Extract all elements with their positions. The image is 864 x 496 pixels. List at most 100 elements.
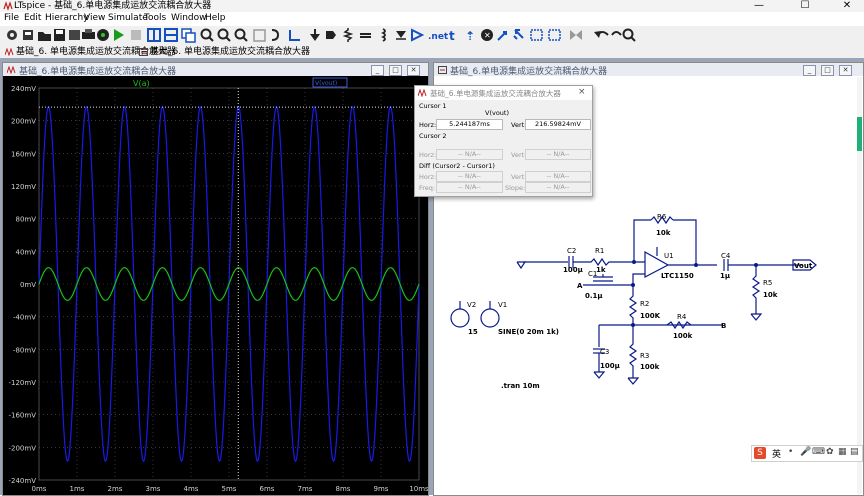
wire-r6-left [633,219,651,226]
plot-y-tick-labels: 240mV200mV160mV120mV80mV40mV0mV-40mV-80m… [9,85,37,485]
inductor-icon[interactable] [380,28,386,42]
halt-icon[interactable] [131,30,141,40]
menu-help[interactable]: Help [205,13,226,23]
drag-icon[interactable] [513,29,524,40]
menu-view[interactable]: View [84,13,106,23]
capacitor-icon[interactable] [360,33,371,38]
move-icon[interactable]: ⇡ [465,29,475,43]
cascade-icon[interactable] [181,28,196,43]
drag-rect-icon[interactable] [548,29,561,41]
mirror-icon[interactable] [570,30,582,40]
schematic-close-button[interactable]: ✕ [839,65,852,76]
redo-icon[interactable] [611,31,622,36]
autorange-icon[interactable] [271,29,280,41]
r4-symbol[interactable] [666,320,692,330]
move-rect-icon[interactable] [530,29,543,41]
r3-label: R3 [640,352,649,360]
waveform-window-title: 基础_6.单电源集成运放交流耦合放大器 [19,67,177,77]
label-net-icon[interactable] [326,31,336,39]
close-button[interactable]: ✕ [842,0,852,11]
sogou-logo-icon[interactable]: S [754,447,766,459]
diode-icon[interactable] [396,31,406,40]
waveform-close-button[interactable]: ✕ [407,65,420,76]
u1-opamp-symbol[interactable] [644,250,670,278]
menu-edit[interactable]: Edit [24,13,42,23]
menu-file[interactable]: File [4,13,20,23]
print-icon[interactable] [82,29,95,39]
waveform-plot[interactable]: 240mV200mV160mV120mV80mV40mV0mV-40mV-80m… [3,76,428,495]
cursor1-vert-field[interactable]: 216.59824mV [525,119,591,130]
tran-directive[interactable]: .tran 10m [501,382,540,390]
ime-punctuation-icon[interactable]: • [788,447,794,457]
ime-keyboard-icon[interactable]: ⌨ [812,447,825,457]
menu-window[interactable]: Window [171,13,207,23]
ground-r3-icon [627,377,640,385]
trace-a[interactable] [38,267,420,301]
tab-waveform[interactable]: 基础_6. 单电源集成运放交流耦合放大器 [4,46,176,58]
ime-language-label[interactable]: 英 [772,450,782,460]
control-panel-icon[interactable] [97,29,109,41]
y-tick-label: -80mV [13,346,36,354]
schematic-minimize-button[interactable]: _ [803,65,816,76]
menu-tools[interactable]: Tools [144,13,167,23]
minimize-button[interactable]: — [754,0,764,11]
toolbar-icons: .net t ⇡ ✕ [7,28,636,43]
ime-skin-icon[interactable]: ✿ [826,447,834,457]
settings-icon[interactable] [7,30,17,40]
ground-icon[interactable] [310,29,320,41]
find-icon[interactable] [622,28,636,42]
save-icon[interactable] [54,29,65,41]
waveform-window-icon [7,66,16,74]
waveform-maximize-button[interactable]: □ [389,65,402,76]
resistor-icon[interactable] [342,28,354,42]
r5-symbol[interactable] [751,265,761,314]
ime-toolbox-icon[interactable]: ▦ [838,447,847,457]
undo-icon[interactable] [594,31,609,38]
r3-value: 100k [640,363,660,371]
zoom-pan-icon[interactable] [217,28,231,42]
tile-vertical-icon[interactable] [147,28,161,42]
ime-menu-icon[interactable]: ▤ [850,447,859,457]
v2-value: 15 [468,328,478,336]
diff-slope-field: -- N/A-- [525,182,591,193]
tile-horizontal-icon[interactable] [164,28,178,42]
c1-value: 0.1µ [585,292,603,300]
schematic-scrollbar-thumb[interactable] [857,117,862,151]
schematic-canvas[interactable]: R6 10k C2 100µ R1 1k U1 LTC1150 C4 1µ Vo… [433,62,857,494]
spice-directive-icon[interactable]: .net [428,32,449,42]
v2-source-symbol[interactable] [450,308,470,328]
maximize-button[interactable]: ☐ [800,0,810,11]
zoom-fit-icon[interactable] [253,29,266,42]
ime-voice-icon[interactable]: 🎤 [800,447,812,457]
y-tick-label: 160mV [11,150,36,158]
wire-icon[interactable] [289,30,300,41]
trace-vout-label[interactable]: V(vout) [315,80,337,87]
open-schematic-icon[interactable] [23,30,33,40]
r2-symbol[interactable] [628,285,638,325]
open-file-icon[interactable] [38,32,51,41]
run-icon[interactable] [114,29,124,41]
wire-noninverting-input [583,273,645,286]
r1-symbol[interactable] [573,257,634,267]
cursor-dialog-close-button[interactable]: × [578,87,586,97]
duplicate-icon[interactable] [497,31,507,41]
tab-schematic[interactable]: 基础_6. 单电源集成运放交流耦合放大器 [138,46,310,58]
text-icon[interactable]: t [449,29,455,43]
menu-hierarchy[interactable]: Hierarchy [45,13,89,23]
component-icon[interactable] [411,28,425,42]
waveform-minimize-button[interactable]: _ [371,65,384,76]
menu-simulate[interactable]: Simulate [108,13,148,23]
r6-symbol[interactable] [650,215,674,225]
trace-a-label[interactable]: V(a) [133,79,150,88]
zoom-out-icon[interactable] [234,28,248,42]
zoom-in-icon[interactable] [200,28,214,42]
r3-symbol[interactable] [628,325,638,378]
schematic-maximize-button[interactable]: □ [821,65,834,76]
r5-value: 10k [763,291,778,299]
print-setup-icon[interactable] [69,30,80,40]
delete-icon[interactable]: ✕ [481,29,493,41]
v1-source-symbol[interactable] [480,308,500,328]
schematic-scrollbar[interactable] [857,77,862,494]
ime-toolbar: S 英 • 🎤 ⌨ ✿ ▦ ▤ [751,445,863,462]
cursor1-horz-field[interactable]: 5.244187ms [436,119,503,130]
